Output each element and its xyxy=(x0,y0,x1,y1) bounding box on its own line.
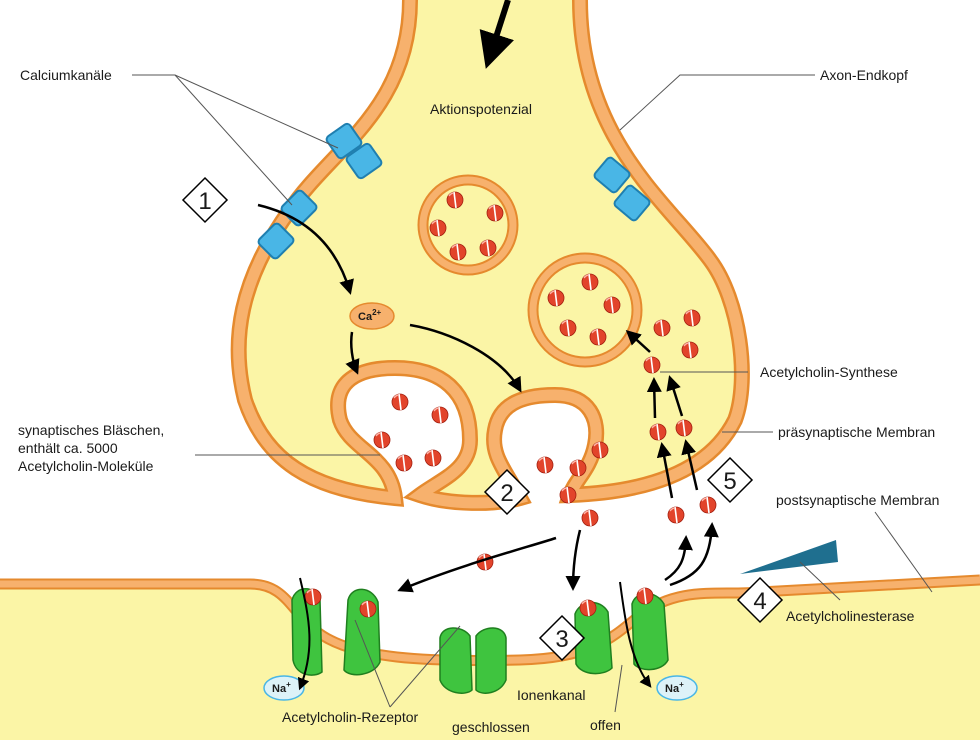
process-arrows xyxy=(257,0,719,691)
label-open: offen xyxy=(590,717,621,733)
label-vesicle-3: Acetylcholin-Moleküle xyxy=(18,458,154,474)
label-ion-channel: Ionenkanal xyxy=(517,687,586,703)
acetylcholinesterase-enzyme xyxy=(740,540,838,574)
receptor-right xyxy=(574,587,669,675)
svg-text:4: 4 xyxy=(753,588,766,615)
step-marker-5: 5 xyxy=(706,456,754,504)
ion-channel-closed xyxy=(439,627,507,694)
postsynaptic-cell xyxy=(0,580,980,740)
svg-text:2: 2 xyxy=(500,480,513,507)
sodium-ion-left: Na+ xyxy=(263,675,305,701)
vesicle-right xyxy=(527,252,643,368)
label-calcium-channels: Calciumkanäle xyxy=(20,67,112,83)
label-acetylcholinesterase: Acetylcholinesterase xyxy=(786,608,915,624)
label-presynaptic-membrane: präsynaptische Membran xyxy=(778,424,935,440)
label-ach-receptor: Acetylcholin-Rezeptor xyxy=(282,709,419,725)
label-postsynaptic-membrane: postsynaptische Membran xyxy=(776,492,939,508)
calcium-ion: Ca2+ xyxy=(349,302,395,330)
svg-text:Na+: Na+ xyxy=(272,680,291,695)
label-closed: geschlossen xyxy=(452,719,530,735)
sodium-ion-right: Na+ xyxy=(656,675,698,701)
label-action-potential: Aktionspotenzial xyxy=(430,101,532,117)
svg-text:Na+: Na+ xyxy=(665,680,684,695)
svg-text:5: 5 xyxy=(723,468,736,495)
receptor-left xyxy=(291,588,381,676)
step-marker-2: 2 xyxy=(483,468,531,516)
calcium-channel-1 xyxy=(325,122,383,180)
calcium-channel-3 xyxy=(593,156,651,222)
svg-text:1: 1 xyxy=(198,188,211,215)
svg-text:3: 3 xyxy=(555,626,568,653)
step-marker-3: 3 xyxy=(538,614,586,662)
label-ach-synthesis: Acetylcholin-Synthese xyxy=(760,364,898,380)
leader-lines xyxy=(132,74,933,713)
vesicle-top xyxy=(417,174,519,276)
step-marker-4: 4 xyxy=(736,576,784,624)
step-marker-1: 1 xyxy=(181,176,229,224)
svg-text:Ca2+: Ca2+ xyxy=(358,308,382,323)
label-vesicle-2: enthält ca. 5000 xyxy=(18,440,118,456)
label-axon-terminal: Axon-Endkopf xyxy=(820,67,908,83)
label-vesicle-1: synaptisches Bläschen, xyxy=(18,422,164,438)
